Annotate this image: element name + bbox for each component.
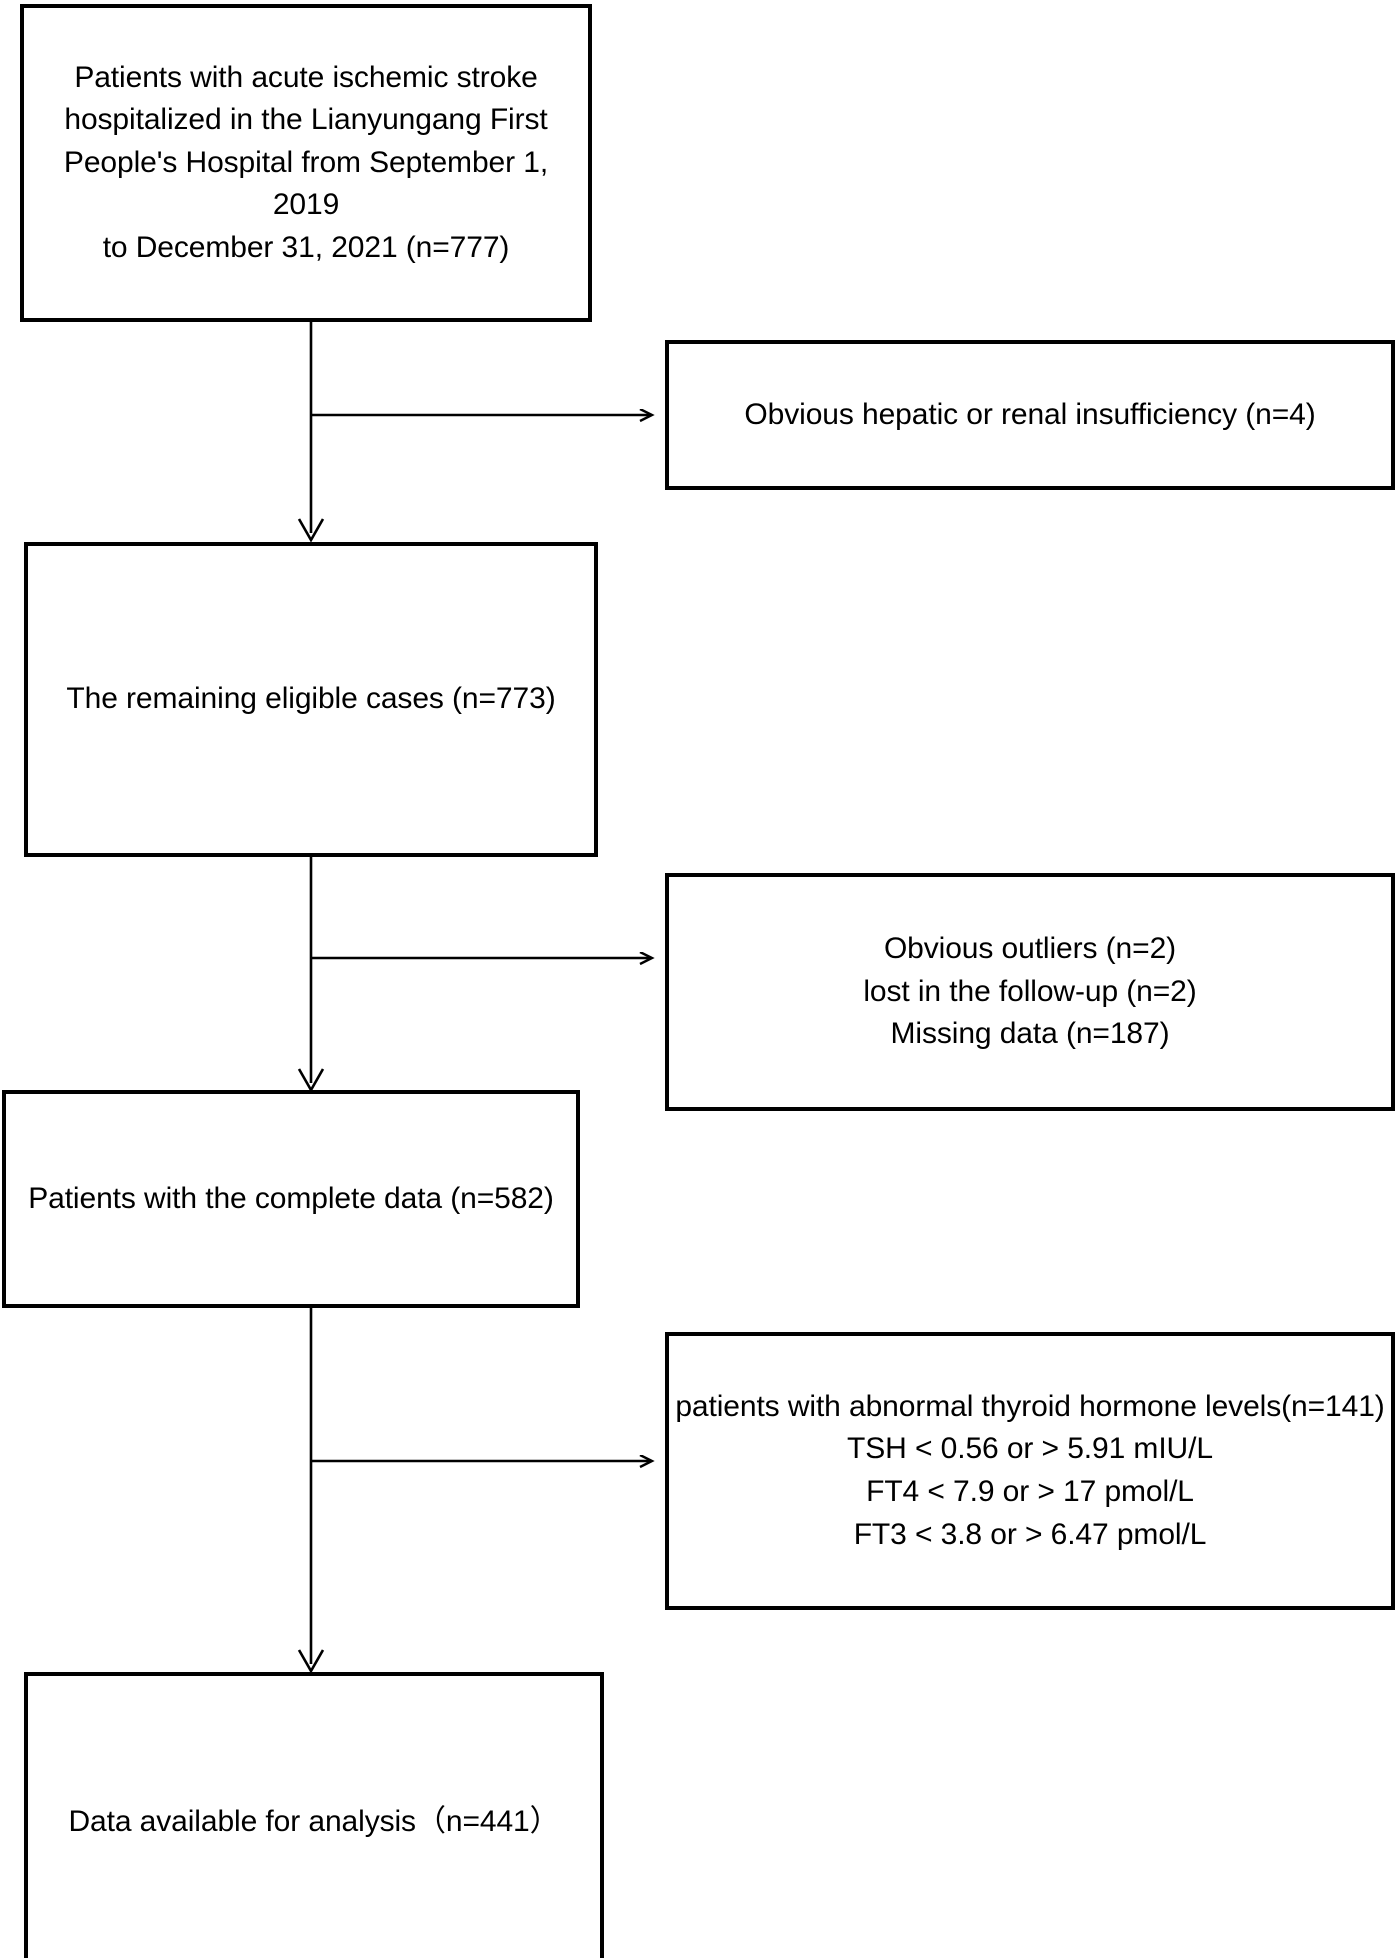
- connector-complete-to-analysis: [297, 1308, 325, 1674]
- node-data-available-analysis-label: Data available for analysis（n=441）: [68, 1804, 560, 1838]
- node-excluded-abnormal-thyroid: patients with abnormal thyroid hormone l…: [665, 1332, 1395, 1610]
- node-patients-complete-data-label: Patients with the complete data (n=582): [28, 1181, 554, 1215]
- node-enrolled-patients: Patients with acute ischemic stroke hosp…: [20, 4, 592, 322]
- node-excluded-abnormal-thyroid-label: patients with abnormal thyroid hormone l…: [675, 1389, 1385, 1551]
- node-excluded-outliers-missing: Obvious outliers (n=2) lost in the follo…: [665, 873, 1395, 1111]
- connector-eligible-to-complete: [297, 857, 325, 1093]
- connector-enrolled-to-eligible: [297, 322, 325, 543]
- node-excluded-hepatic-renal-label: Obvious hepatic or renal insufficiency (…: [744, 397, 1316, 431]
- node-remaining-eligible-cases: The remaining eligible cases (n=773): [24, 542, 598, 857]
- node-data-available-analysis: Data available for analysis（n=441）: [24, 1672, 604, 1958]
- node-excluded-outliers-missing-label: Obvious outliers (n=2) lost in the follo…: [863, 932, 1197, 1051]
- node-remaining-eligible-cases-label: The remaining eligible cases (n=773): [66, 682, 556, 716]
- node-enrolled-patients-label: Patients with acute ischemic stroke hosp…: [63, 60, 549, 264]
- node-patients-complete-data: Patients with the complete data (n=582): [2, 1090, 580, 1308]
- node-excluded-hepatic-renal: Obvious hepatic or renal insufficiency (…: [665, 340, 1395, 490]
